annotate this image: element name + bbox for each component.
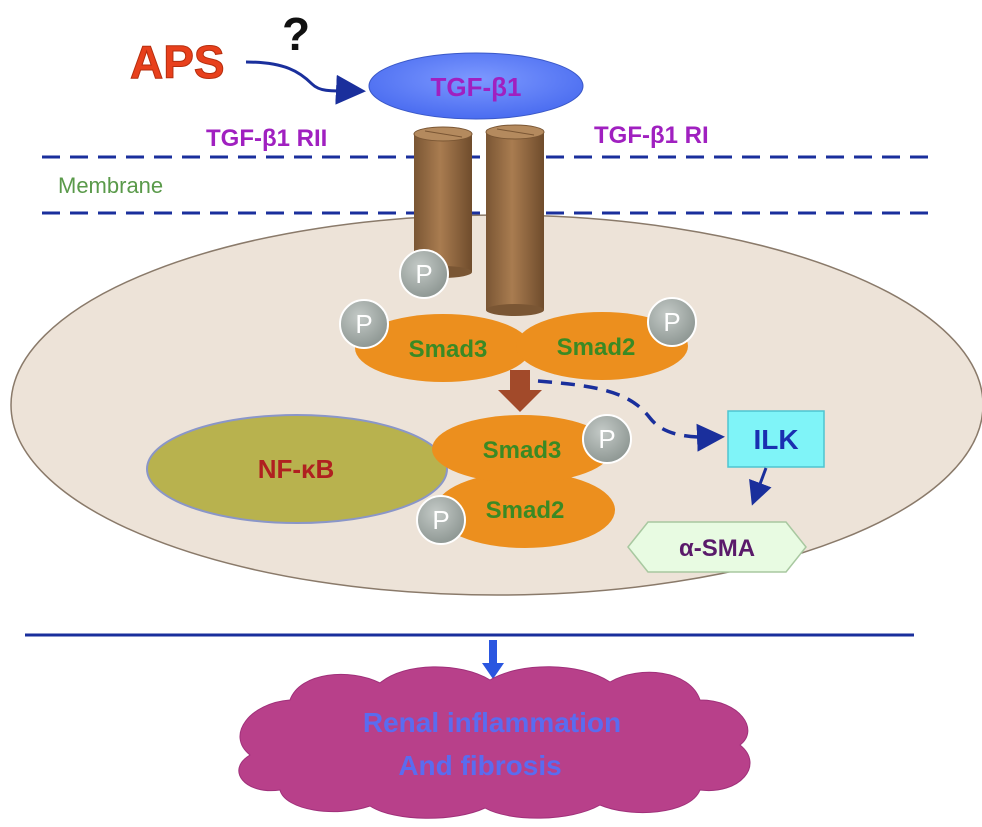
smad2-upper-label: Smad2: [557, 334, 636, 361]
aps-label: APS: [130, 36, 225, 88]
phospho-receptor-ii: P: [399, 249, 449, 299]
asma-node: α-SMA: [627, 521, 807, 573]
tgf-label: TGF-β1: [431, 72, 522, 102]
smad2-upper: Smad2: [516, 312, 688, 380]
outcome-cloud: Renal inflammation And fibrosis: [238, 666, 751, 819]
smad3-lower-label: Smad3: [483, 437, 562, 464]
membrane-label: Membrane: [58, 173, 163, 198]
smad2-lower: Smad2: [435, 472, 615, 548]
smad2-lower-label: Smad2: [486, 497, 565, 524]
nfkb-label: NF-κB: [258, 454, 335, 484]
svg-text:P: P: [598, 424, 615, 454]
question-mark: ?: [282, 8, 310, 60]
tgf-ligand: [368, 52, 584, 120]
asma-label: α-SMA: [679, 535, 755, 562]
receptor-ii-label: TGF-β1 RII: [206, 125, 327, 152]
svg-text:P: P: [415, 259, 432, 289]
translocation-arrow: [498, 370, 542, 412]
smad3-lower: Smad3: [432, 415, 612, 483]
phospho-smad2-lower: P: [416, 495, 466, 545]
svg-text:P: P: [432, 505, 449, 535]
receptor-i: [485, 124, 545, 316]
smad3-upper-label: Smad3: [409, 336, 488, 363]
outcome-line1: Renal inflammation: [363, 707, 621, 738]
smad3-upper: Smad3: [355, 314, 531, 382]
svg-text:P: P: [663, 307, 680, 337]
phospho-smad3-upper: P: [339, 299, 389, 349]
ilk-node: ILK: [727, 410, 825, 468]
receptor-i-label: TGF-β1 RI: [594, 122, 709, 149]
svg-text:P: P: [355, 309, 372, 339]
ilk-to-asma-arrow: [749, 467, 772, 506]
aps-to-tgf-arrow: [245, 60, 366, 105]
nfkb-node: NF-κB: [146, 414, 448, 524]
phospho-smad2-upper: P: [647, 297, 697, 347]
smad-to-ilk-arrow: [537, 379, 725, 452]
outcome-line2: And fibrosis: [398, 750, 561, 781]
ilk-label: ILK: [753, 424, 798, 455]
outcome-arrow: [482, 640, 504, 679]
phospho-smad3-lower: P: [582, 414, 632, 464]
